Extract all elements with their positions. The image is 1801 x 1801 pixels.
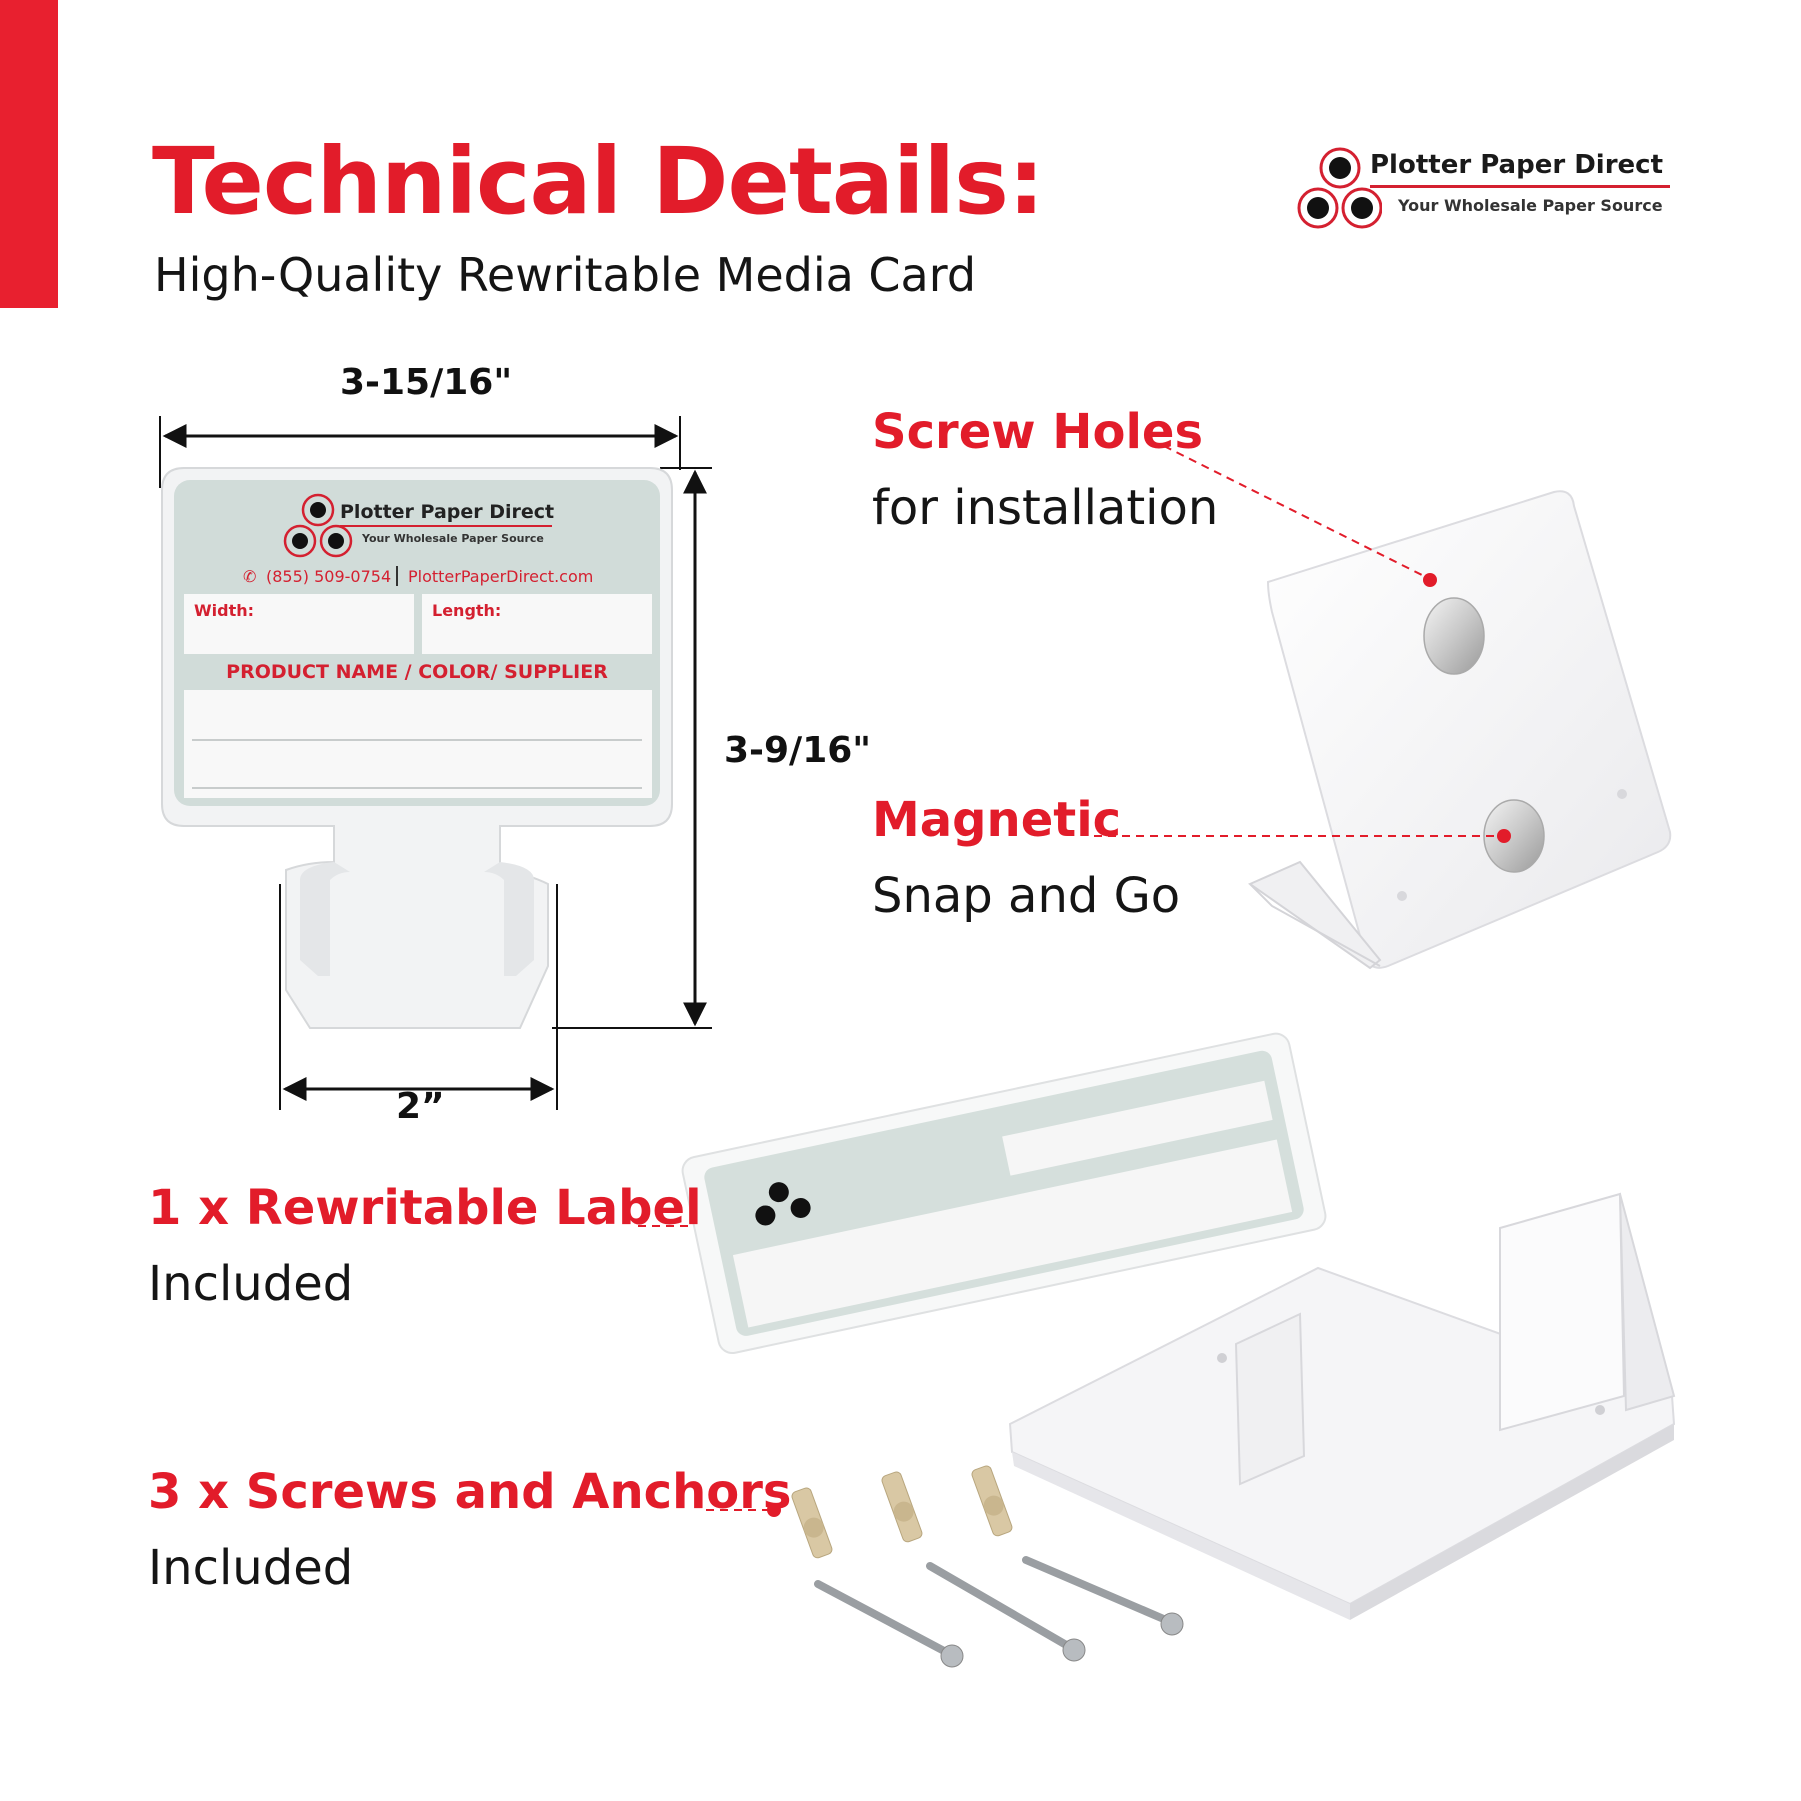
dimension-height: 3-9/16" [724,730,872,771]
card-width-label: Width: [194,601,254,620]
callout-screws-title: 3 x Screws and Anchors [148,1464,792,1520]
card-brand-name: Plotter Paper Direct [340,501,554,523]
anchor-1 [791,1487,833,1559]
callout-screw-holes-text: for installation [872,480,1219,536]
callout-label-text: Included [148,1256,354,1312]
phone-icon: ✆ [243,567,256,586]
dimension-width: 3-15/16" [340,362,513,403]
anchor-2 [881,1471,923,1543]
callout-screw-holes-title: Screw Holes [872,404,1204,460]
logo-circles-icon [1297,147,1382,229]
magnetic-holder [1247,490,1672,970]
card-phone: (855) 509-0754 [266,567,391,586]
dimension-stem-width: 2” [396,1086,445,1127]
brand-tagline: Your Wholesale Paper Source [1398,196,1663,215]
page-subtitle: High-Quality Rewritable Media Card [154,248,977,302]
brand-logo: Plotter Paper Direct Your Wholesale Pape… [1292,140,1672,240]
anchor-3 [971,1465,1013,1537]
screws-and-anchors [791,1465,1184,1668]
card-length-label: Length: [432,601,501,620]
wall-bracket [1008,1192,1676,1620]
callout-label-title: 1 x Rewritable Label [148,1180,702,1236]
callout-magnetic-text: Snap and Go [872,868,1181,924]
rewritable-label [681,1032,1327,1355]
dimension-lines [159,416,712,1110]
accent-bar [0,0,58,308]
callout-screws-text: Included [148,1540,354,1596]
card-product-label: PRODUCT NAME / COLOR/ SUPPLIER [226,661,608,683]
callout-magnetic-title: Magnetic [872,792,1122,848]
page-title: Technical Details: [152,128,1045,235]
card-brand-tagline: Your Wholesale Paper Source [361,532,544,545]
card-website: PlotterPaperDirect.com [408,567,593,586]
brand-name: Plotter Paper Direct [1370,150,1664,180]
media-card: Plotter Paper Direct Your Wholesale Pape… [161,467,673,1029]
brand-underline [1370,185,1670,188]
card-logo-circles-icon [283,493,353,558]
